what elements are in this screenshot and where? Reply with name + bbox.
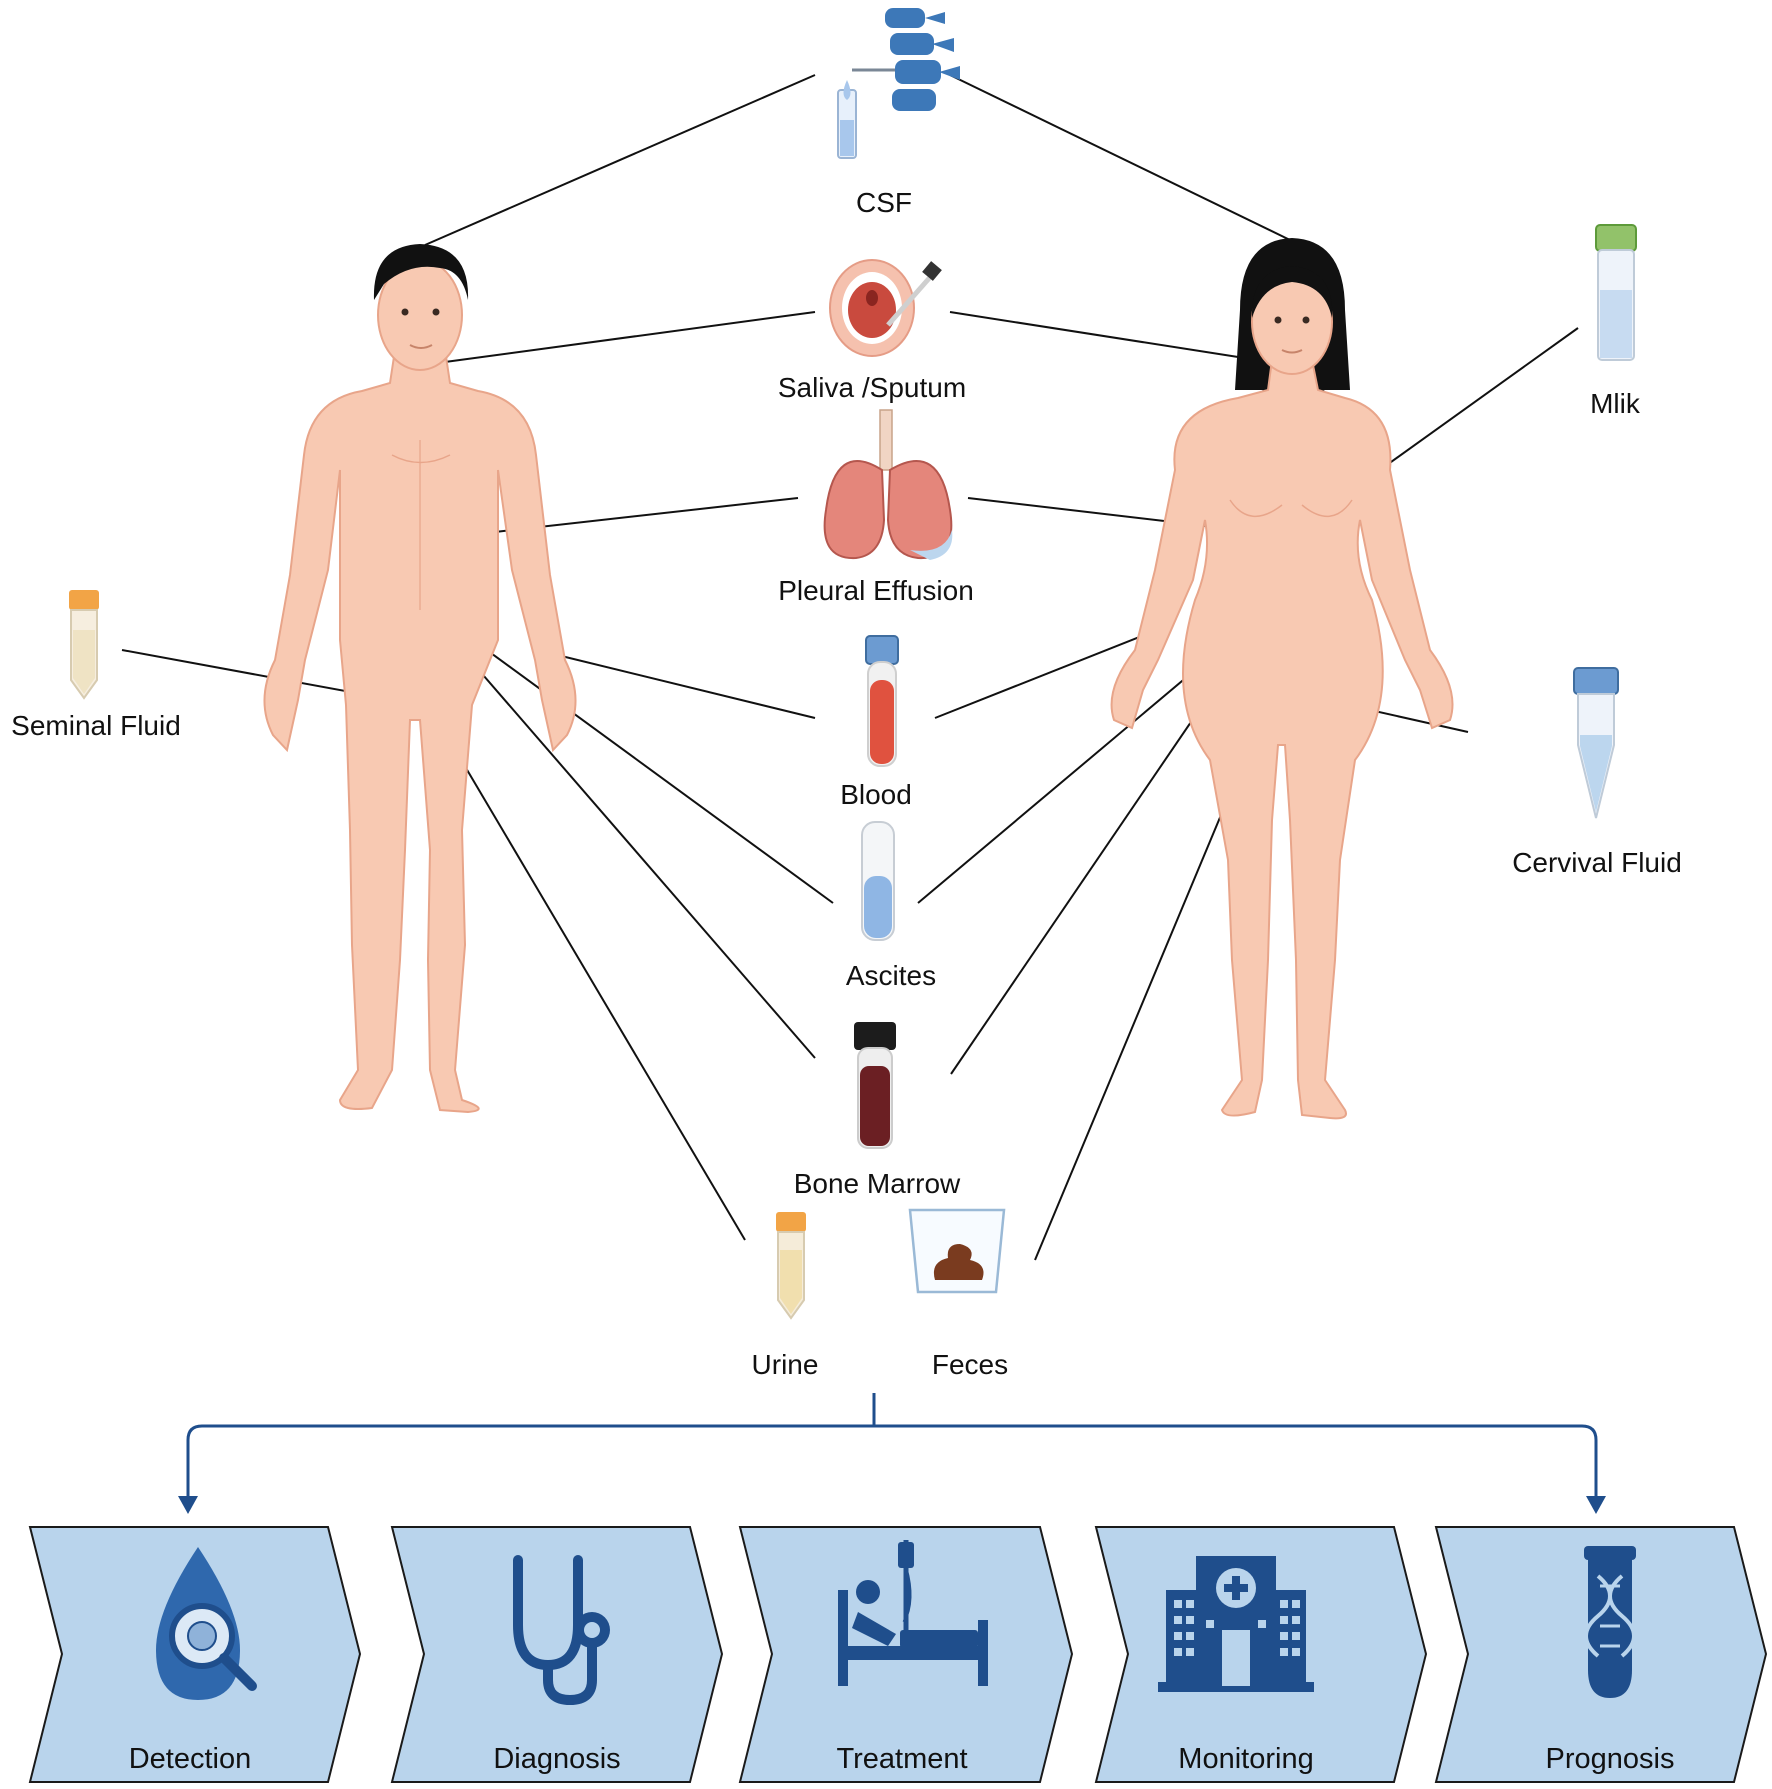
step-diagnosis: Diagnosis: [390, 1526, 724, 1783]
arrowhead-left: [178, 1496, 198, 1514]
label-urine: Urine: [752, 1349, 819, 1380]
mouth-swab-icon: [829, 259, 942, 357]
label-blood: Blood: [840, 779, 912, 810]
label-bone-marrow: Bone Marrow: [794, 1168, 961, 1199]
female-body-icon: [1110, 238, 1454, 1120]
hospital-building-icon: [1158, 1556, 1314, 1692]
milk-tube-icon: [1595, 224, 1637, 361]
ascites-tube-icon: [861, 821, 895, 941]
male-body-icon: [263, 244, 577, 1114]
step-monitoring: Monitoring: [1094, 1526, 1428, 1783]
flow-arrows: [178, 1393, 1606, 1514]
label-ascites: Ascites: [846, 960, 936, 991]
step-label-monitoring: Monitoring: [1178, 1743, 1313, 1775]
blood-tube-icon: [865, 635, 899, 767]
step-label-treatment: Treatment: [836, 1743, 967, 1775]
step-prognosis: Prognosis: [1434, 1526, 1768, 1783]
label-seminal-fluid: Seminal Fluid: [11, 710, 181, 741]
lungs-icon: [823, 409, 953, 560]
sample-labels: CSF Saliva /Sputum Pleural Effusion Bloo…: [11, 187, 1682, 1380]
arrowhead-right: [1586, 1496, 1606, 1514]
label-csf: CSF: [856, 187, 912, 218]
urine-tube-icon: [776, 1212, 806, 1320]
step-treatment: Treatment: [738, 1526, 1074, 1783]
hospital-bed-icon: [838, 1540, 988, 1686]
seminal-tube-icon: [69, 590, 99, 700]
step-label-prognosis: Prognosis: [1546, 1743, 1675, 1775]
process-steps: Detection Diagnosis: [28, 1526, 1768, 1783]
step-label-detection: Detection: [129, 1743, 252, 1775]
stethoscope-icon: [513, 1555, 610, 1706]
label-milk: Mlik: [1590, 388, 1641, 419]
droplet-magnifier-icon: [156, 1547, 257, 1700]
label-pleural: Pleural Effusion: [778, 575, 974, 606]
dna-tube-icon: [1584, 1546, 1636, 1698]
label-cervical-fluid: Cervival Fluid: [1512, 847, 1682, 878]
label-saliva: Saliva /Sputum: [778, 372, 966, 403]
spine-lumbar-puncture-icon: [837, 8, 960, 159]
feces-cup-icon: [908, 1208, 1006, 1294]
cervical-tube-icon: [1573, 667, 1619, 819]
label-feces: Feces: [932, 1349, 1008, 1380]
step-detection: Detection: [28, 1526, 362, 1783]
step-label-diagnosis: Diagnosis: [493, 1743, 620, 1775]
bone-marrow-tube-icon: [854, 1022, 896, 1149]
